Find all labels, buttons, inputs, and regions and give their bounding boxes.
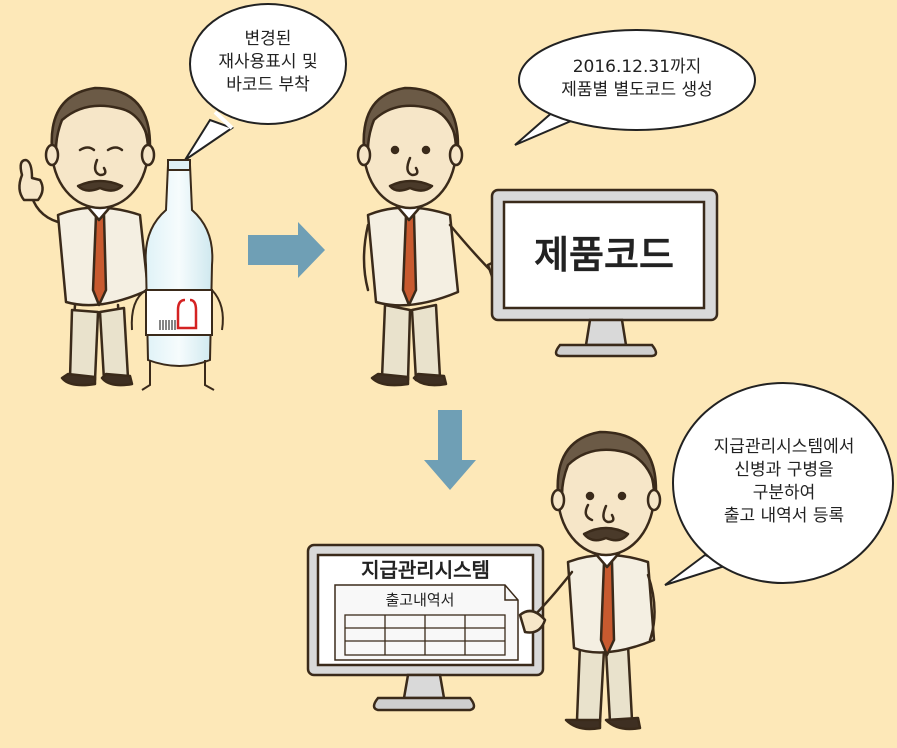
speech-bubble-step2 [514, 29, 756, 146]
bubble-step3-line4: 출고 내역서 등록 [723, 506, 845, 526]
speech-bubble-step3 [664, 382, 894, 586]
bubble-step1-line2: 재사용표시 및 [218, 52, 318, 72]
bubble-step3-text: 지급관리시스템에서 신병과 구병을 구분하여 출고 내역서 등록 [684, 436, 884, 528]
monitor-step2 [490, 188, 719, 358]
document-table-grid [344, 614, 506, 656]
document-label: 출고내역서 [385, 591, 455, 609]
arrow-down-icon [424, 410, 476, 490]
bubble-step1-line3: 바코드 부착 [226, 75, 310, 95]
man-character-3 [518, 430, 662, 731]
barcode-icon [159, 320, 176, 330]
bubble-step2-line1: 2016.12.31까지 [572, 57, 702, 77]
monitor-step2-label: 제품코드 [534, 233, 674, 277]
bubble-step1-text: 변경된 재사용표시 및 바코드 부착 [198, 28, 338, 97]
speech-bubble-step1 [184, 3, 347, 161]
bubble-step3-line1: 지급관리시스템에서 [713, 437, 855, 457]
bubble-step2-line2: 제품별 별도코드 생성 [561, 80, 713, 100]
soju-bottle-character [130, 159, 224, 391]
bubble-step1-line1: 변경된 [244, 29, 292, 49]
recycle-mark-icon [176, 298, 198, 330]
monitor-step3-title: 지급관리시스템 [361, 558, 490, 582]
bubble-step2-text: 2016.12.31까지 제품별 별도코드 생성 [540, 56, 734, 102]
bubble-step3-line2: 신병과 구병을 [734, 460, 834, 480]
monitor-step3 [306, 543, 545, 712]
bubble-step3-line3: 구분하여 [752, 483, 816, 503]
man-character-1 [18, 86, 156, 387]
arrow-right-icon [248, 222, 325, 278]
